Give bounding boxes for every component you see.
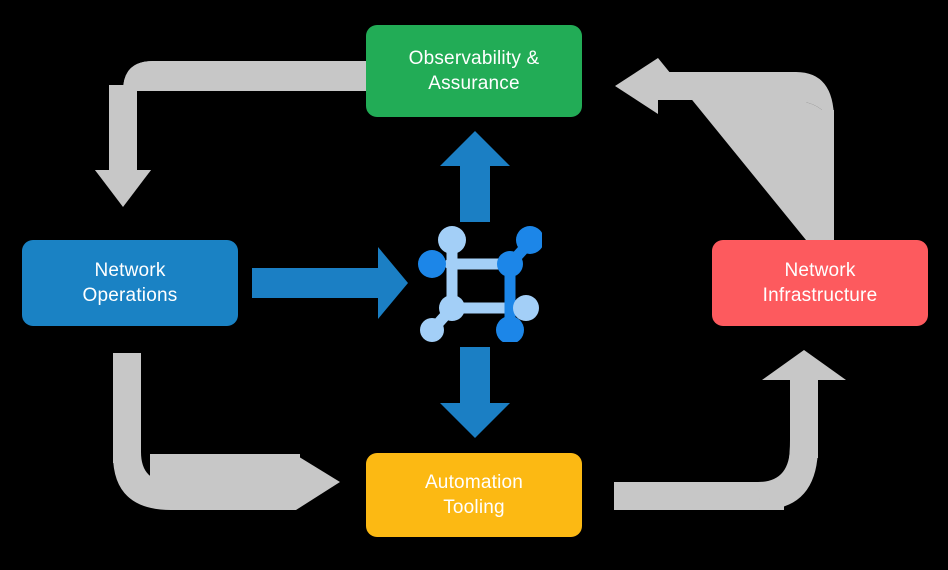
arrow-infrastructure-to-observability <box>615 58 834 242</box>
arrow-center-to-automation <box>440 347 510 438</box>
network-topology-icon <box>418 226 542 342</box>
node-label: Network Operations <box>82 259 178 306</box>
node-network-infrastructure[interactable]: Network Infrastructure <box>712 240 928 326</box>
arrow-center-to-observability <box>440 131 510 222</box>
node-observability-assurance[interactable]: Observability & Assurance <box>366 25 582 117</box>
node-network-operations[interactable]: Network Operations <box>22 240 238 326</box>
arrow-operations-to-automation <box>113 353 340 510</box>
arrow-automation-to-infrastructure <box>614 350 846 510</box>
arrow-observability-to-operations <box>95 61 366 207</box>
node-label: Network Infrastructure <box>762 259 878 306</box>
arrow-operations-to-center <box>252 247 408 319</box>
node-automation-tooling[interactable]: Automation Tooling <box>366 453 582 537</box>
node-label: Automation Tooling <box>424 471 524 518</box>
node-label: Observability & Assurance <box>408 47 540 94</box>
